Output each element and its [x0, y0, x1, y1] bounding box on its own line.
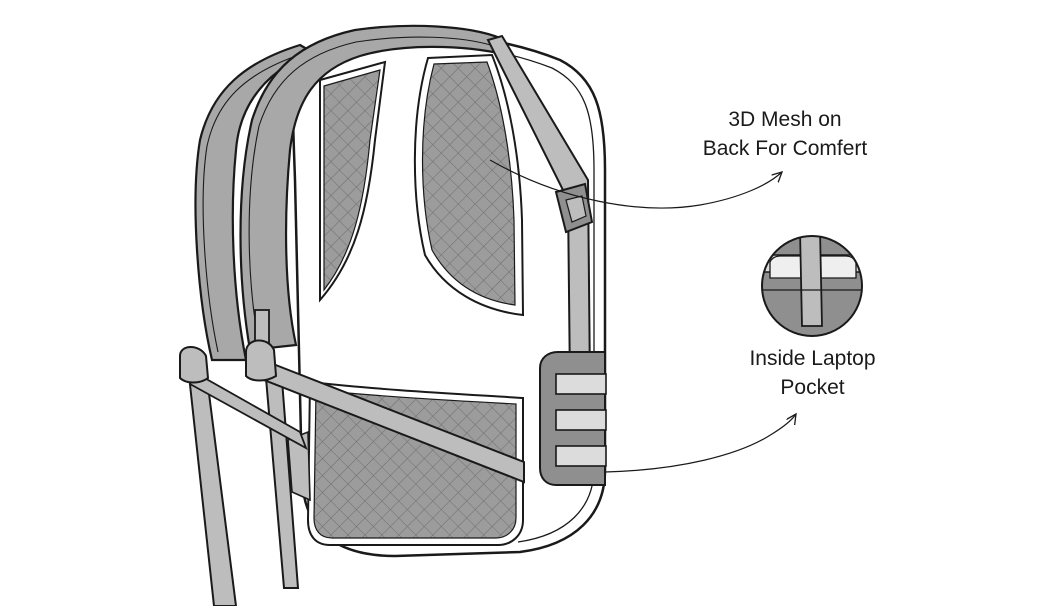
callout-mesh-line2: Back For Comfert: [702, 137, 868, 160]
strap-loop-right: [245, 309, 278, 382]
callout-mesh-line1: 3D Mesh on: [728, 108, 842, 131]
mesh-panel-lower: [306, 380, 524, 546]
laptop-pocket-inset: [761, 235, 863, 337]
side-webbing-pocket: [539, 351, 607, 486]
strap-loop-left: [179, 346, 210, 384]
mesh-panel-upper-right: [413, 53, 525, 317]
callout-laptop-label: Inside Laptop Pocket: [725, 344, 900, 402]
callout-mesh-label: 3D Mesh on Back For Comfert: [690, 105, 880, 163]
buckle-icon: [554, 182, 594, 234]
mesh-panel-upper-left: [319, 60, 387, 303]
callout-laptop-line1: Inside Laptop: [749, 347, 876, 370]
callout-laptop-line2: Pocket: [780, 376, 845, 399]
leader-line-mesh: [489, 159, 782, 209]
leader-line-laptop: [604, 414, 796, 473]
